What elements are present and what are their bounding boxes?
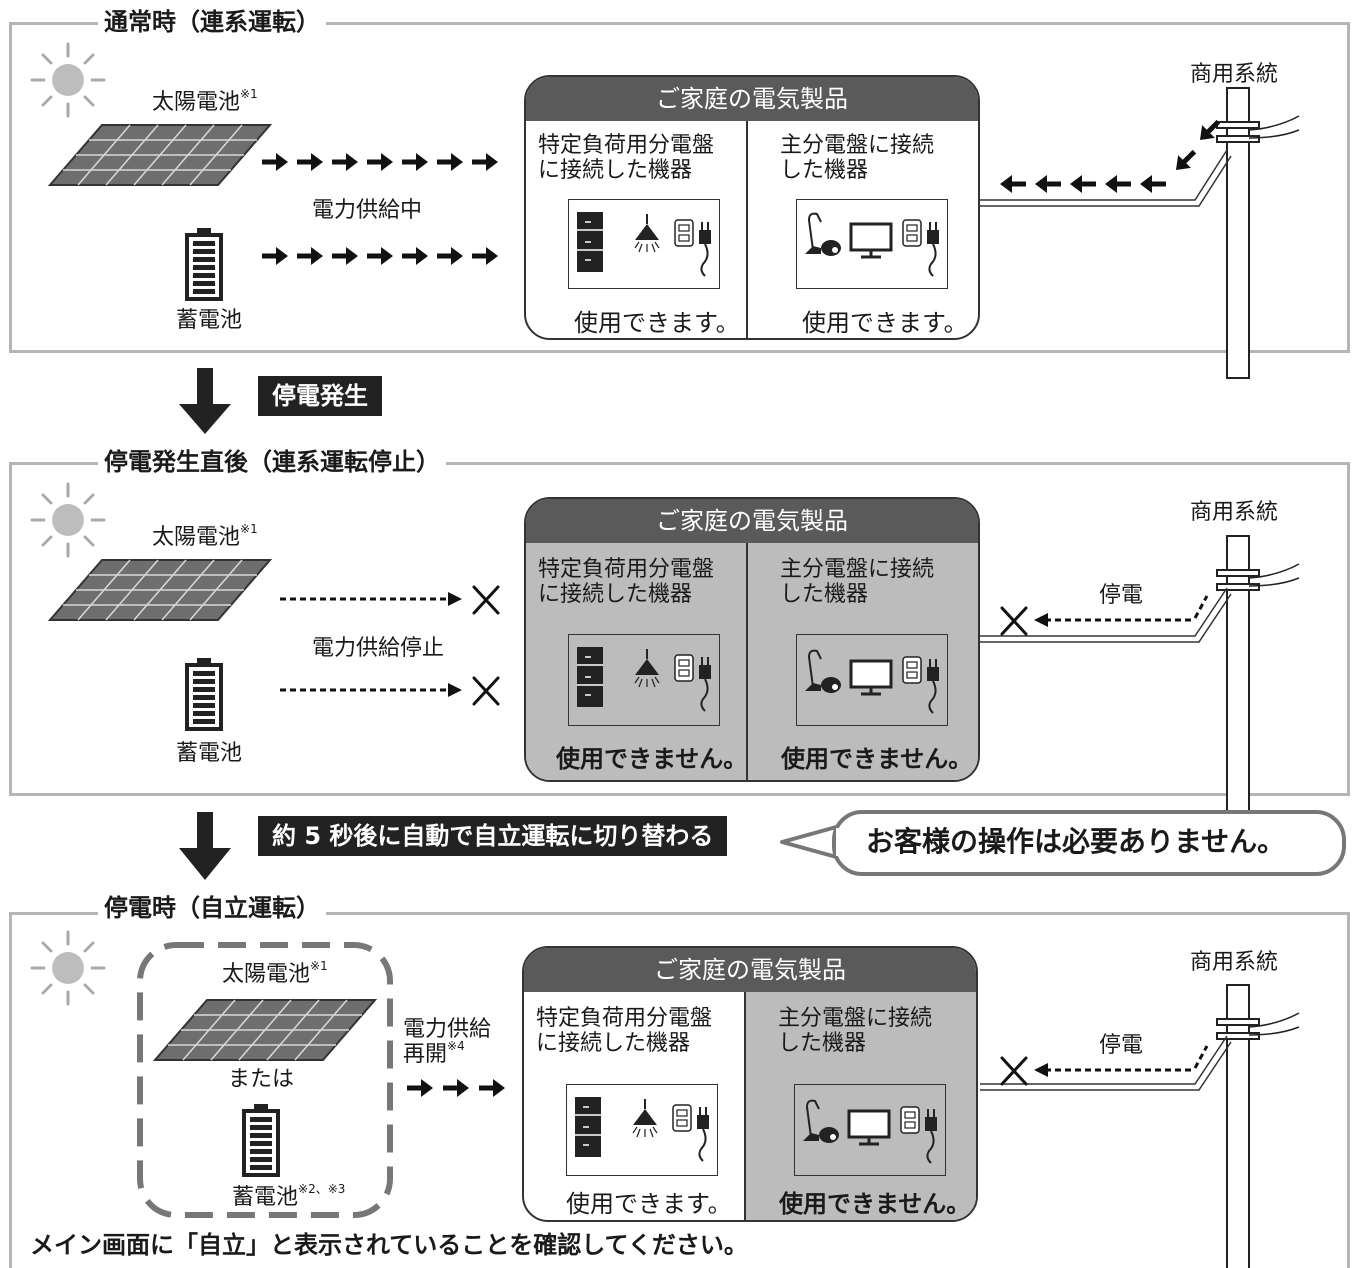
section-normal-graphics bbox=[30, 42, 1300, 379]
supply-status-label: 電力供給停止 bbox=[312, 636, 445, 661]
home-appliances-title: ご家庭の電気製品 bbox=[524, 948, 976, 992]
battery-label: 蓄電池 bbox=[176, 741, 243, 766]
or-label: または bbox=[228, 1067, 295, 1092]
main-panel-status: 使用できます。 bbox=[802, 309, 968, 337]
home-appliances-title: ご家庭の電気製品 bbox=[526, 499, 978, 543]
battery-label: 蓄電池※2、※3 bbox=[232, 1182, 346, 1210]
main-panel-devices bbox=[796, 199, 948, 289]
outage-label: 停電 bbox=[1099, 1033, 1144, 1058]
home-appliances-box: ご家庭の電気製品 特定負荷用分電盤に接続した機器 主分電盤に接続した機器 使用で… bbox=[522, 946, 978, 1222]
section-normal-panel bbox=[9, 22, 1350, 353]
main-panel-devices bbox=[796, 634, 948, 726]
source-dashed-frame bbox=[137, 942, 393, 1218]
specific-load-label: 特定負荷用分電盤に接続した機器 bbox=[538, 557, 715, 608]
main-panel-status: 使用できません。 bbox=[779, 1190, 971, 1218]
outage-label: 停電 bbox=[1099, 583, 1144, 608]
home-appliances-title: ご家庭の電気製品 bbox=[526, 77, 978, 121]
grid-line bbox=[980, 149, 1228, 201]
solar-panel-icon bbox=[154, 999, 376, 1061]
footer-instruction: メイン画面に「自立」と表示されていることを確認してください。 bbox=[30, 1231, 752, 1260]
grid-label: 商用系統 bbox=[1190, 950, 1279, 975]
solar-label: 太陽電池※1 bbox=[152, 87, 258, 115]
utility-pole-icon bbox=[1216, 984, 1300, 1268]
no-action-bubble: お客様の操作は必要ありません。 bbox=[832, 810, 1346, 876]
main-panel-status: 使用できません。 bbox=[781, 745, 973, 773]
supply-status-label: 電力供給中 bbox=[312, 198, 423, 223]
section-self-panel bbox=[9, 912, 1350, 1268]
main-panel-label: 主分電盤に接続した機器 bbox=[778, 1006, 933, 1057]
specific-load-status: 使用できます。 bbox=[566, 1190, 732, 1218]
specific-load-label: 特定負荷用分電盤に接続した機器 bbox=[536, 1006, 713, 1057]
main-panel-label: 主分電盤に接続した機器 bbox=[780, 557, 935, 608]
main-panel-label: 主分電盤に接続した機器 bbox=[780, 133, 935, 184]
home-appliances-box: ご家庭の電気製品 特定負荷用分電盤に接続した機器 主分電盤に接続した機器 使用で… bbox=[524, 497, 980, 782]
outage-occur-label: 停電発生 bbox=[258, 376, 382, 416]
solar-label: 太陽電池※1 bbox=[222, 959, 328, 987]
battery-icon bbox=[242, 1102, 280, 1177]
battery-label: 蓄電池 bbox=[176, 308, 243, 333]
supply-resume-label: 電力供給再開※4 bbox=[403, 1017, 492, 1068]
auto-switch-label: 約 5 秒後に自動で自立運転に切り替わる bbox=[258, 816, 728, 856]
specific-load-devices bbox=[568, 634, 720, 726]
section-outage-graphics bbox=[30, 482, 1300, 827]
solar-label: 太陽電池※1 bbox=[152, 522, 258, 550]
section-self-title: 停電時（自立運転） bbox=[98, 893, 326, 923]
grid-label: 商用系統 bbox=[1190, 62, 1279, 87]
section-outage-panel bbox=[9, 462, 1350, 796]
specific-load-devices bbox=[566, 1084, 718, 1176]
home-appliances-box: ご家庭の電気製品 特定負荷用分電盤に接続した機器 主分電盤に接続した機器 使用で… bbox=[524, 75, 980, 340]
specific-load-status: 使用できません。 bbox=[556, 745, 748, 773]
specific-load-status: 使用できます。 bbox=[574, 309, 740, 337]
main-panel-devices bbox=[794, 1084, 946, 1176]
specific-load-devices bbox=[568, 199, 720, 289]
grid-label: 商用系統 bbox=[1190, 500, 1279, 525]
section-outage-title: 停電発生直後（連系運転停止） bbox=[98, 447, 446, 477]
sun-icon bbox=[30, 930, 106, 1006]
section-normal-title: 通常時（連系運転） bbox=[98, 7, 326, 37]
specific-load-label: 特定負荷用分電盤に接続した機器 bbox=[538, 133, 715, 184]
